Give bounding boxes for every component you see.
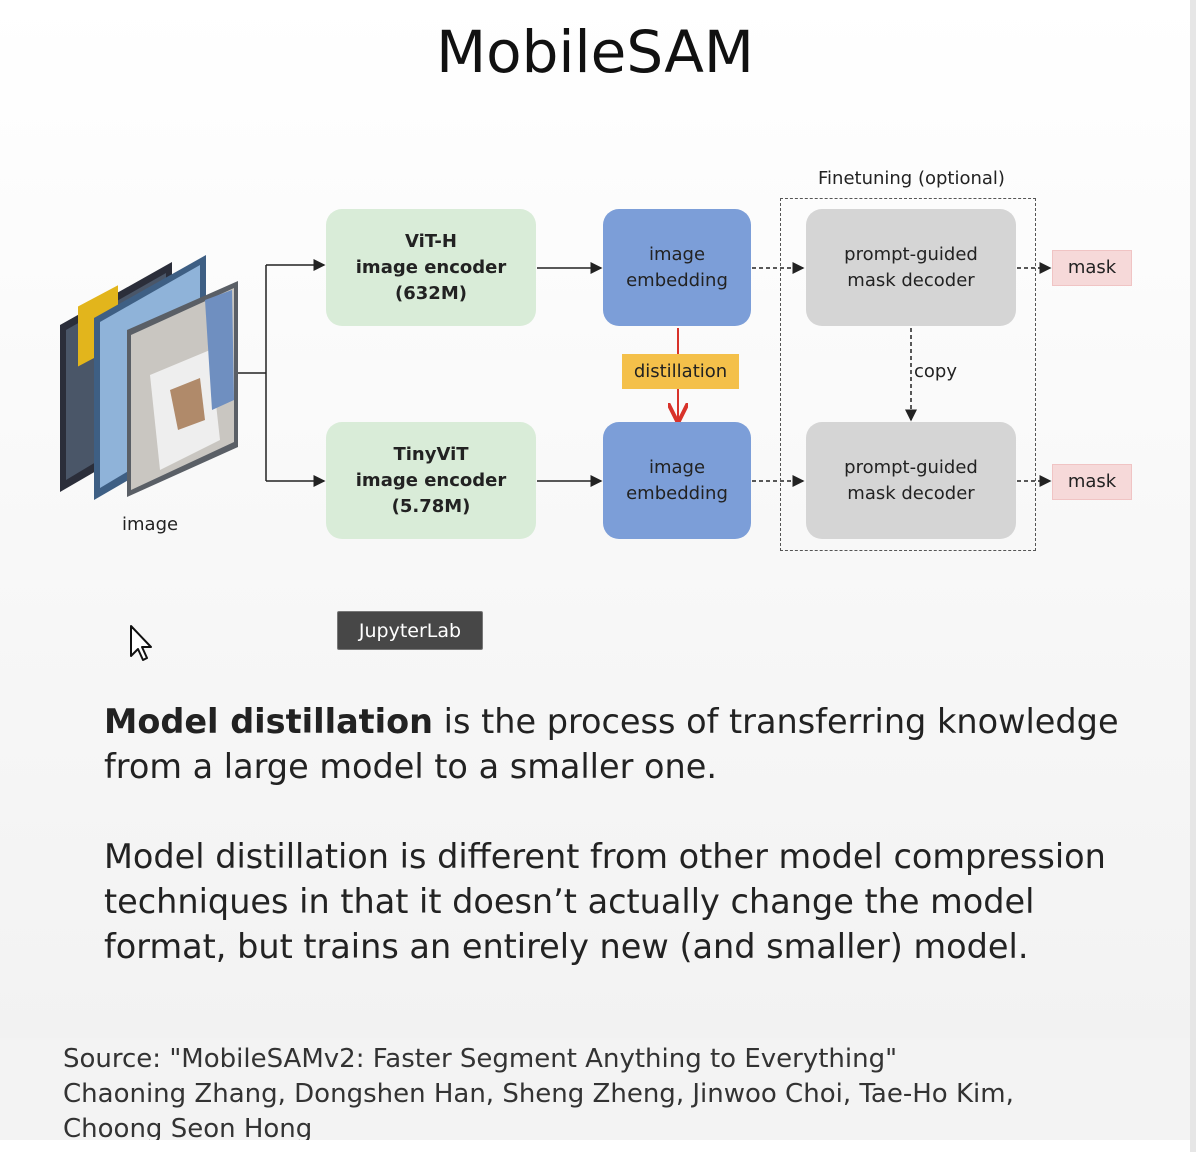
finetuning-region: [780, 198, 1036, 551]
teacher-encoder-type: image encoder: [355, 256, 507, 278]
student-encoder-params: (5.78M): [391, 495, 471, 517]
distillation-label: distillation: [622, 354, 739, 389]
embedding-top: image embedding: [603, 209, 751, 326]
teacher-encoder-name: ViT-H: [405, 230, 457, 252]
paragraph-comparison: Model distillation is different from oth…: [104, 837, 1106, 966]
student-encoder-name: TinyViT: [393, 443, 469, 465]
finetuning-label: Finetuning (optional): [818, 168, 1005, 189]
embedding-bottom: image embedding: [603, 422, 751, 539]
student-encoder-type: image encoder: [355, 469, 507, 491]
image-stack: [60, 255, 238, 500]
teacher-encoder-params: (632M): [395, 282, 467, 304]
slide-title: MobileSAM: [436, 18, 754, 86]
source-text: Source: "MobileSAMv2: Faster Segment Any…: [63, 1042, 1163, 1140]
student-encoder-box: TinyViT image encoder (5.78M): [326, 422, 536, 539]
window-edge: [1190, 0, 1196, 1152]
definition-term: Model distillation: [104, 702, 434, 741]
source-line-2: Chaoning Zhang, Dongshen Han, Sheng Zhen…: [63, 1079, 1014, 1109]
mask-bottom: mask: [1052, 464, 1132, 500]
source-line-3: Choong Seon Hong: [63, 1114, 313, 1140]
mouse-pointer-icon: [130, 625, 152, 661]
image-label: image: [122, 514, 179, 535]
source-line-1: Source: "MobileSAMv2: Faster Segment Any…: [63, 1044, 898, 1074]
definition-text: is the process of transferring knowledge…: [104, 702, 1119, 786]
copy-label: copy: [914, 361, 957, 382]
teacher-encoder-box: ViT-H image encoder (632M): [326, 209, 536, 326]
source-citation: Source: "MobileSAMv2: Faster Segment Any…: [0, 1038, 1190, 1140]
decoder-bottom: prompt-guided mask decoder: [806, 422, 1016, 539]
paragraph-definition: Model distillation is the process of tra…: [104, 699, 1124, 789]
jupyterlab-tooltip: JupyterLab: [337, 611, 483, 650]
mask-top: mask: [1052, 250, 1132, 286]
decoder-top: prompt-guided mask decoder: [806, 209, 1016, 326]
